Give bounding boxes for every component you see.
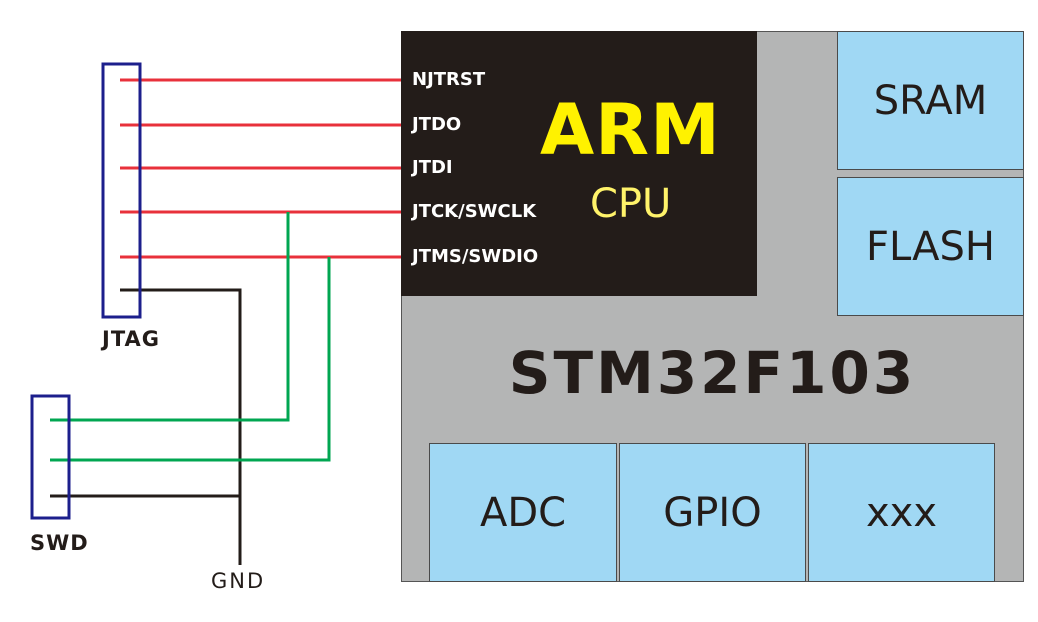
swclk-wire [50, 212, 290, 422]
arm-title: ARM [540, 89, 721, 171]
swd-label: SWD [30, 531, 89, 555]
gnd-label: GND [211, 569, 266, 593]
pin-njtrst: NJTRST [412, 69, 486, 90]
sram-block: SRAM [837, 31, 1024, 170]
swd-connector [30, 394, 71, 520]
pin-jtdo: JTDO [412, 114, 462, 135]
jtag-connector [101, 62, 142, 319]
pin-jtck-swclk: JTCK/SWCLK [412, 201, 537, 222]
gpio-block: GPIO [619, 443, 806, 582]
jtag-label: JTAG [102, 327, 160, 351]
swdio-wire [50, 257, 331, 462]
arm-cpu-core [401, 31, 757, 296]
flash-block: FLASH [837, 177, 1024, 316]
adc-block: ADC [429, 443, 617, 582]
jtag-gnd-wire [120, 288, 242, 565]
cpu-subtitle: CPU [590, 181, 672, 227]
part-number: STM32F103 [508, 339, 917, 407]
pin-jtdi: JTDI [412, 157, 453, 178]
pin-jtms-swdio: JTMS/SWDIO [412, 246, 539, 267]
xxx-block: xxx [808, 443, 995, 582]
